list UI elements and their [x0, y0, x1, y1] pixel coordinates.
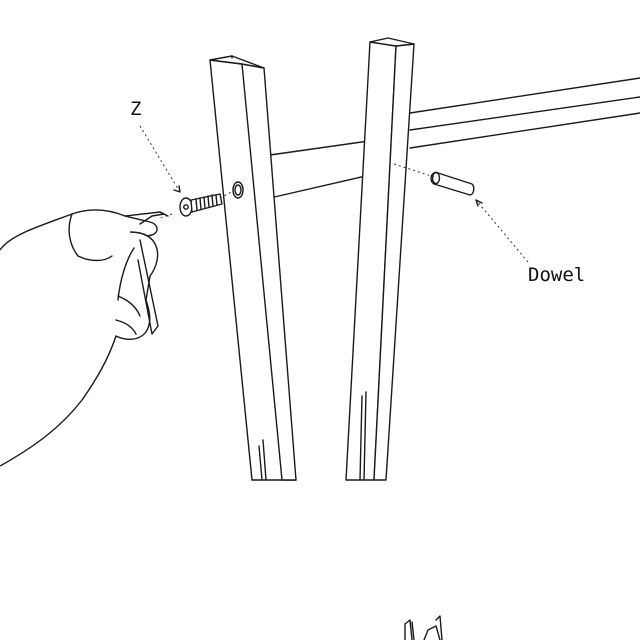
dowel-part [393, 163, 529, 263]
part-z-label: Z [130, 98, 142, 120]
part-dowel-label: Dowel [528, 264, 586, 286]
right-leg [345, 37, 415, 481]
screw-z-part [139, 125, 234, 217]
horizontal-rail [409, 77, 640, 149]
left-leg [209, 55, 297, 481]
hand-with-allen-key-icon [0, 209, 173, 467]
partial-assembly-view [404, 615, 443, 640]
